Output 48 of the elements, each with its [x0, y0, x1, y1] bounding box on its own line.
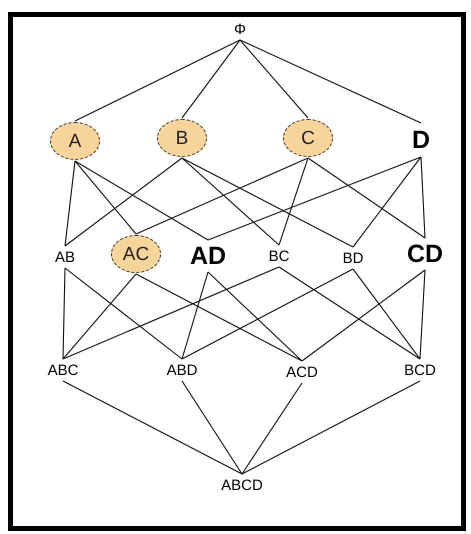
itemset-label: D — [404, 124, 438, 156]
itemset-label: BC — [262, 246, 296, 266]
itemset-label: ABC — [41, 360, 85, 380]
connector-line — [208, 156, 422, 241]
connector-line — [62, 268, 66, 360]
connector-line — [352, 156, 422, 248]
highlighted-ellipse: A — [50, 122, 100, 160]
connector-line — [74, 160, 208, 240]
connector-line — [64, 268, 182, 360]
connector-line — [182, 380, 242, 474]
connector-line — [136, 158, 308, 234]
connector-line — [242, 380, 420, 474]
connector-line — [208, 272, 302, 362]
connector-line — [64, 158, 182, 246]
connector-line — [419, 270, 426, 360]
connector-line — [182, 40, 240, 118]
connector-line — [240, 40, 422, 124]
highlighted-ellipse: C — [283, 119, 333, 157]
connector-line — [182, 158, 280, 246]
itemset-label: BD — [336, 248, 370, 268]
connector-line — [74, 160, 136, 234]
itemset-label: CD — [401, 239, 449, 269]
connector-line — [420, 156, 426, 238]
connector-line — [181, 272, 209, 360]
connector-line — [302, 270, 426, 362]
connector-line — [62, 266, 280, 360]
connector-line — [308, 158, 426, 238]
itemset-label: AD — [184, 241, 232, 271]
connector-line — [278, 158, 309, 246]
connector-line — [136, 274, 302, 362]
connector-line — [182, 158, 354, 248]
itemset-label: AB — [48, 247, 82, 267]
connector-line — [352, 268, 420, 360]
connector-line — [182, 268, 354, 360]
connector-line — [240, 40, 308, 118]
connector-line — [62, 274, 136, 360]
connector-line — [64, 160, 76, 246]
connector-line — [242, 382, 302, 474]
connector-line — [278, 266, 420, 360]
itemset-label: ABD — [160, 360, 204, 380]
highlighted-ellipse: B — [157, 119, 207, 157]
itemset-label: ACD — [280, 362, 324, 382]
itemset-label: BCD — [398, 360, 442, 380]
connector-line — [74, 40, 240, 122]
itemset-label: Φ — [230, 19, 250, 39]
itemset-label: ABCD — [215, 475, 269, 495]
connector-line — [62, 380, 242, 474]
highlighted-ellipse: AC — [111, 235, 161, 273]
